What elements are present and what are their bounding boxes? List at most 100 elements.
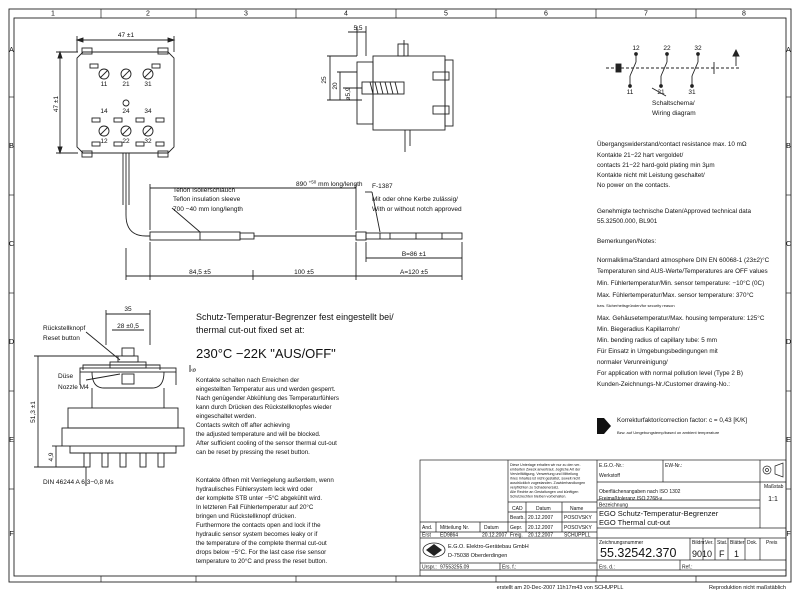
legal-line: Alle Rechte an Gestaltungen und künftige… — [510, 490, 578, 494]
bezeichnung-label: Bezeichnung — [599, 503, 628, 509]
wiring-caption-de: Schaltschema/ — [652, 100, 695, 107]
ego-logo-icon — [422, 542, 446, 558]
legal-line: Schutzrechten bleiben vorbehalten. — [510, 495, 566, 499]
note-line: For application with normal pollution le… — [597, 370, 743, 377]
blatter-value: 1 — [734, 549, 739, 559]
desc-line: In letzteren Fall Fühlertemperatur auf 2… — [196, 504, 314, 511]
title-block-text: Diese Unterlage erhalten wir nur zu den … — [422, 463, 784, 571]
col-label: 4 — [344, 11, 348, 18]
pin-label: 34 — [144, 108, 152, 115]
capillary-labels: 84,5 ±5 100 ±5 B=86 ±1 A=120 ±5 890 +50 … — [173, 180, 462, 277]
dok-label: Dok. — [747, 540, 757, 546]
row-date: 20.12.2007 — [528, 525, 553, 531]
capillary-tube — [125, 184, 463, 280]
dim-width: 47 ±1 — [118, 32, 135, 39]
footer: erstellt am 20-Dec-2007 11h17m43 von SCH… — [497, 585, 786, 591]
spec-text: Übergangswiderstand/contact resistance m… — [597, 140, 770, 435]
pin-label: 11 — [101, 81, 108, 88]
pin-label: 22 — [122, 138, 130, 145]
pin-label: 31 — [144, 81, 152, 88]
drawing-number: 55.32542.370 — [600, 546, 677, 560]
note-line: normaler Verunreinigung/ — [597, 359, 668, 366]
row-date: 20.12.2007 — [528, 533, 553, 539]
notch-label-de: Mit oder ohne Kerbe zulässig/ — [372, 196, 458, 203]
side-view-labels: 5,5 25 20 ø5,9 — [321, 25, 363, 101]
desc-line: Kontakte öffnen mit Verriegelung außerde… — [196, 477, 334, 484]
pin-label: 24 — [122, 108, 130, 115]
row-label: C — [786, 241, 791, 248]
legal-line: ausdrücklich zugestanden. Zuwiderhandlun… — [510, 481, 585, 485]
approved-line: 55.32500.000, BL901 — [597, 218, 658, 225]
pin-label: 14 — [100, 108, 108, 115]
row-label: D — [786, 339, 791, 346]
setpoint-line2: thermal cut-out fixed set at: — [196, 325, 305, 335]
row-key: Bearb. — [510, 515, 525, 521]
bildnr-value: 901 — [692, 549, 707, 559]
dim-phi59: ø5,9 — [345, 87, 352, 100]
nozzle-label-de: Düse — [58, 373, 74, 380]
terminal-label: 22 — [663, 45, 671, 52]
werkstoff-label: Werkstoff — [599, 473, 621, 479]
title-block — [419, 459, 787, 577]
masstab-value: 1:1 — [768, 496, 778, 503]
name-label: Name — [570, 506, 584, 512]
footer-created: erstellt am 20-Dec-2007 11h17m43 von SCH… — [497, 585, 624, 591]
desc-line: bringen und Rückstellknopf drücken. — [196, 513, 296, 520]
desc-line: hydraulisches Fühlersystem leck wird ode… — [196, 486, 313, 493]
legal-line: einbarten Zweck anvertraut. Jegliche Art… — [510, 468, 581, 472]
row-label: B — [786, 143, 791, 150]
ego-nr-label: E.G.O.-Nr.: — [599, 463, 624, 469]
product-name-de: EGO Schutz-Temperatur-Begrenzer — [599, 509, 719, 518]
terminal-label: 32 — [694, 45, 702, 52]
wiring-labels: 12 22 32 11 21 31 Schaltschema/ Wiring d… — [627, 45, 702, 117]
pin-row-bottom — [91, 117, 165, 147]
preis-label: Preis — [766, 540, 778, 546]
frame-col-labels: 1 2 3 4 5 6 7 8 — [51, 11, 746, 18]
ver-label: Ver. — [705, 540, 714, 546]
row-key: Gepr. — [510, 525, 522, 531]
desc-line: Kontakte schalten nach Erreichen der — [196, 377, 299, 384]
erst-nr: ED9864 — [440, 533, 458, 539]
desc-line: temperature to 20°C and press the reset … — [196, 558, 327, 565]
row-date: 20.12.2007 — [528, 515, 553, 521]
stat-label: Stat. — [717, 540, 727, 546]
urspr-value: 97553255.09 — [440, 565, 469, 571]
top-view — [56, 36, 176, 210]
spec-line: No power on the contacts. — [597, 182, 670, 189]
dim-height: 47 ±1 — [53, 96, 60, 113]
dim-B: B=86 ±1 — [402, 251, 427, 258]
dim-49: 4,9 — [48, 452, 55, 461]
company-name: E.G.O. Elektro-Gerätebau GmbH — [448, 544, 529, 550]
desc-line: the temperature of the complete thermal … — [196, 540, 327, 547]
row-label: F — [786, 531, 790, 538]
note-line: Für Einsatz in Umgebungsbedingungen mit — [597, 348, 718, 355]
col-label: 1 — [51, 11, 55, 18]
pin-label: 32 — [144, 138, 152, 145]
side-view — [327, 26, 454, 152]
legal-line: Diese Unterlage erhalten wir nur zu den … — [510, 463, 581, 467]
note-line: Min. Biegeradius Kapillarrohr/ — [597, 326, 680, 333]
stat-value: F — [719, 549, 725, 559]
dim-890: 890 +50 mm long/length — [296, 180, 363, 189]
projection-symbol-icon — [762, 462, 784, 478]
setpoint-temp: 230°C −22K "AUS/OFF" — [196, 346, 336, 361]
pin-label: 21 — [122, 81, 130, 88]
desc-line: der komplette STB unter −5°C abgekühlt w… — [196, 495, 322, 502]
tolerance-label: Freimaßtoleranz ISO 2768-v — [599, 496, 663, 502]
terminal-label: 21 — [657, 89, 665, 96]
teflon-label-en: Teflon insulation sleeve — [173, 196, 241, 203]
nozzle-label-en: Nozzle M4 — [58, 384, 89, 391]
and-label: And. — [422, 525, 432, 531]
ref-label: Ref.: — [682, 565, 693, 571]
pin-row-top — [89, 63, 161, 80]
desc-line: Nach genügender Abkühlung des Temperatur… — [196, 395, 339, 402]
note-small: bzw. Sicherheitsgründen/for security rea… — [597, 303, 675, 308]
col-label: 8 — [742, 11, 746, 18]
dim-100: 100 ±5 — [294, 269, 314, 276]
note-line: Min. Fühlertemperatur/Min. sensor temper… — [597, 279, 764, 287]
col-label: 2 — [146, 11, 150, 18]
correction-factor: Korrekturfaktor/correction factor: c = 0… — [617, 417, 747, 424]
dim-845: 84,5 ±5 — [189, 269, 211, 276]
col-label: 6 — [544, 11, 548, 18]
frame-row-labels: A B C D E F A B C D E F — [9, 47, 791, 538]
